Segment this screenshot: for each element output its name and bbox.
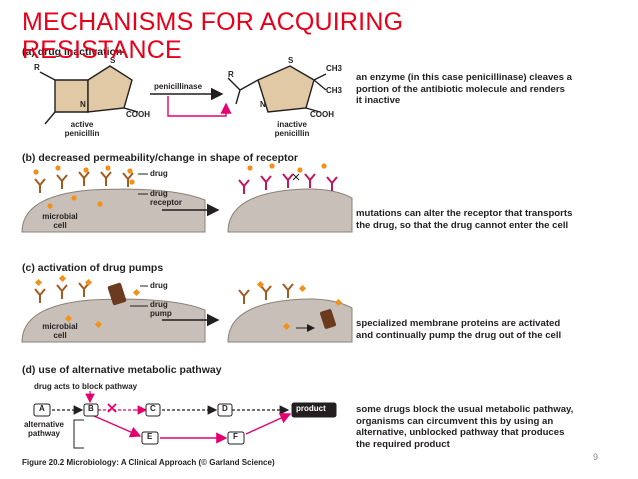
sulfur-label-inactive: S — [288, 56, 294, 65]
enzyme-cleave-arrow — [167, 96, 232, 117]
cooh-label-active: COOH — [126, 110, 150, 119]
node-f: F — [233, 432, 238, 441]
panel-c-label: (c) activation of drug pumps — [22, 262, 164, 274]
microbial-cell-b-before — [21, 188, 206, 233]
panel-b-label: (b) decreased permeability/change in sha… — [22, 152, 298, 164]
nitrogen-label-inactive: N — [260, 100, 266, 109]
drug-dots-b-after — [247, 163, 327, 173]
drug-block-label: drug acts to block pathway — [34, 382, 138, 391]
microbial-cell-b-after — [227, 188, 353, 233]
inactive-penicillin-molecule — [227, 65, 327, 113]
drug-pump-protein — [107, 282, 127, 306]
receptors-c-after — [238, 283, 294, 304]
active-penicillin-molecule — [39, 65, 139, 125]
title-line-1: MECHANISMS FOR ACQUIRING — [22, 8, 404, 36]
node-e: E — [147, 432, 153, 441]
product-node: product — [296, 404, 326, 413]
panel-d-label: (d) use of alternative metabolic pathway — [22, 364, 222, 376]
panel-a-description: an enzyme (in this case penicillinase) c… — [356, 72, 572, 106]
r-group-label-inactive: R — [228, 70, 234, 79]
node-d: D — [222, 404, 228, 413]
pathway-lines — [52, 391, 292, 449]
blocked-entry-mark — [292, 173, 300, 181]
microbial-cell-c-before — [21, 298, 206, 343]
pathway-node-shapes — [33, 402, 337, 445]
drug-label-c: drug — [150, 281, 168, 290]
drug-dots-b — [33, 165, 135, 209]
microbial-cell-c-after — [227, 298, 353, 343]
panel-a-label: (a) drug inactivation — [22, 46, 123, 58]
title-line-2: RESISTANCE — [22, 36, 182, 64]
mutated-receptors — [238, 173, 338, 194]
blocked-step-mark — [107, 403, 117, 413]
penicillinase-label: penicillinase — [154, 82, 203, 91]
node-a: A — [39, 404, 45, 413]
ch3-label-bottom: CH3 — [326, 86, 343, 95]
receptors-c — [34, 282, 90, 303]
node-b: B — [88, 404, 94, 413]
receptors-before — [34, 171, 134, 193]
cooh-label-inactive: COOH — [310, 110, 334, 119]
ch3-label-top: CH3 — [326, 64, 343, 73]
nitrogen-label-active: N — [80, 100, 86, 109]
panel-c-description: specialized membrane proteins are activa… — [356, 318, 562, 341]
slide-title: MECHANISMS FOR ACQUIRING RESISTANCE — [22, 8, 462, 64]
figure-caption: Figure 20.2 Microbiology: A Clinical App… — [22, 458, 275, 467]
r-group-label-active: R — [34, 63, 40, 72]
panel-d-description: some drugs block the usual metabolic pat… — [356, 404, 574, 450]
drug-diamonds-c-after — [256, 280, 343, 331]
drug-label-b: drug — [150, 169, 168, 178]
sulfur-label-active: S — [110, 56, 116, 65]
page-number: 9 — [593, 452, 599, 462]
drug-diamonds-c — [34, 274, 141, 329]
node-c: C — [150, 404, 156, 413]
active-pump-protein — [320, 309, 336, 329]
panel-b-description: mutations can alter the receptor that tr… — [356, 208, 573, 231]
